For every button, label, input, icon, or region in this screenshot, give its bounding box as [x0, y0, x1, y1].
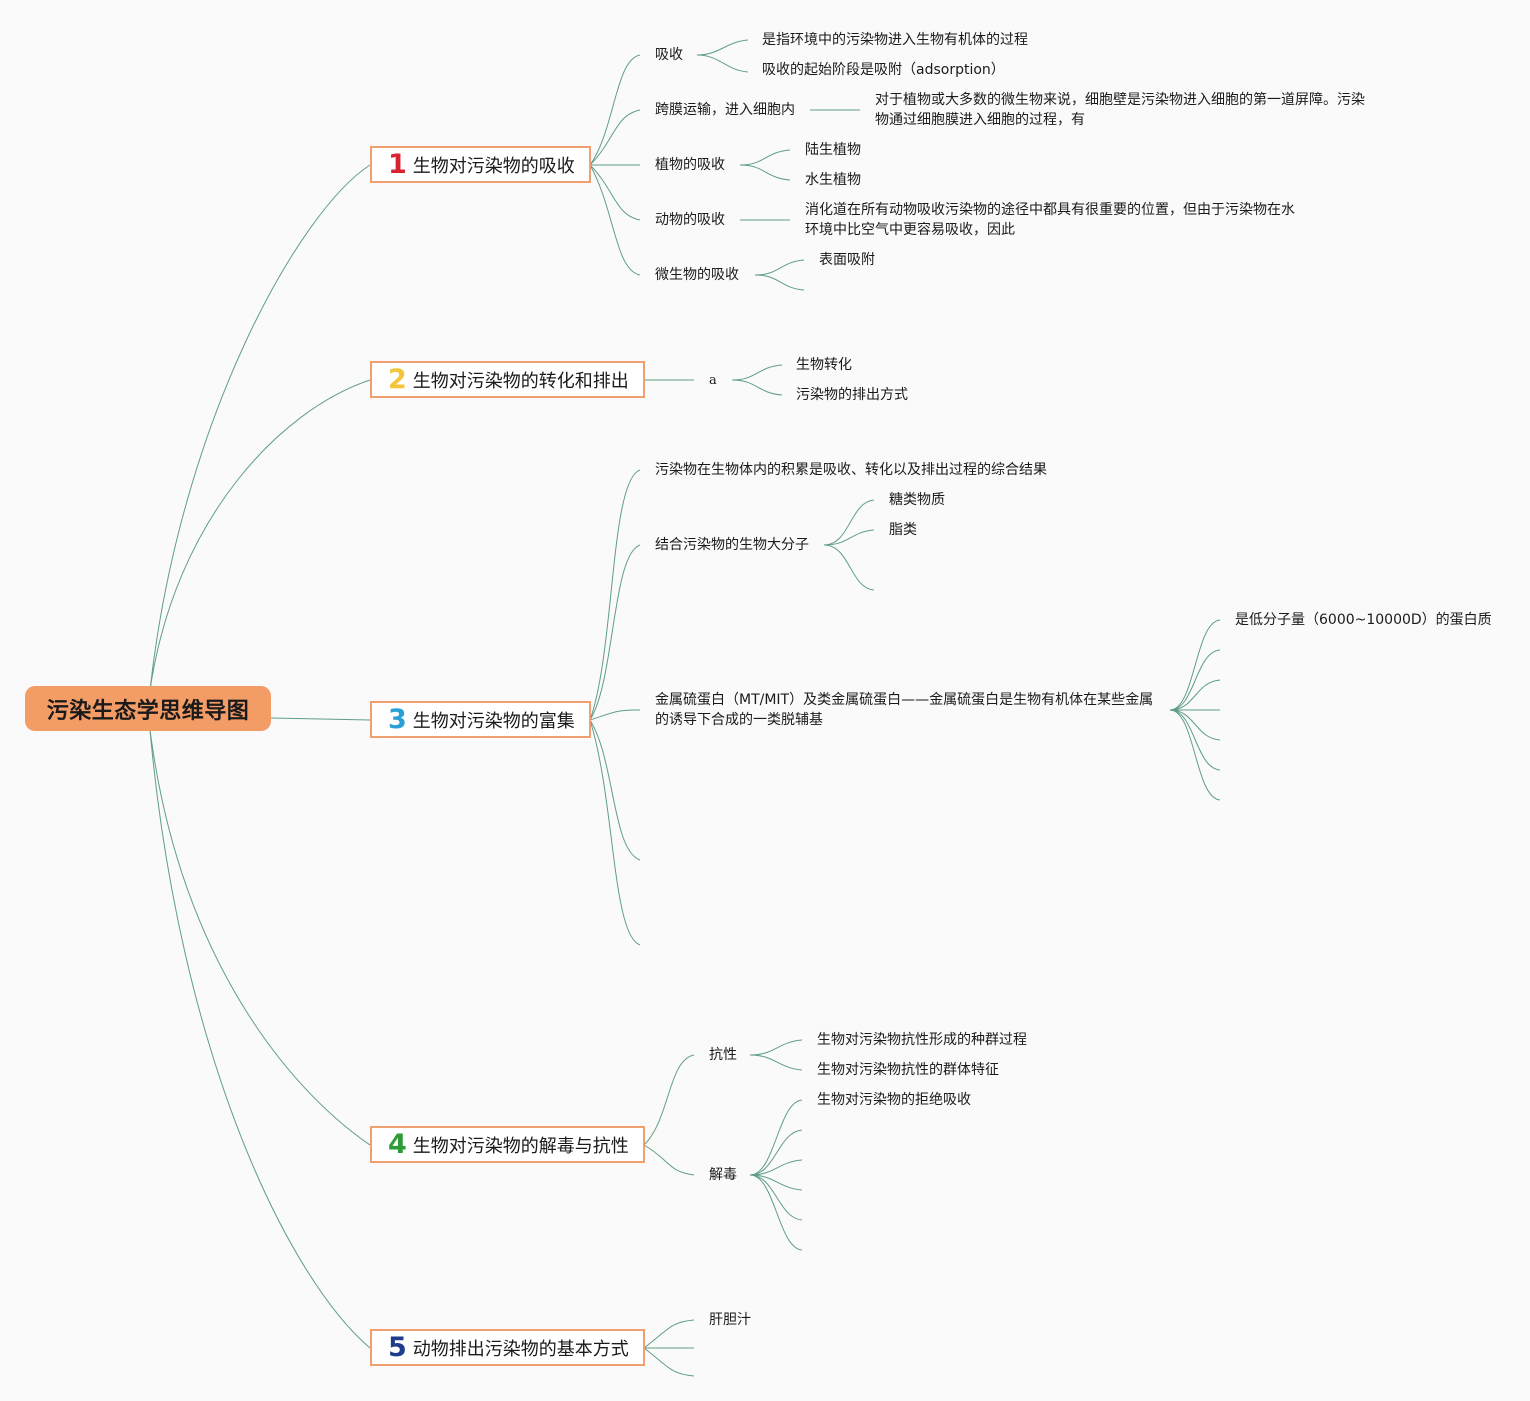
branch-1[interactable]: 1 生物对污染物的吸收 — [370, 146, 591, 183]
branch-5-title: 动物排出污染物的基本方式 — [412, 1338, 629, 1360]
branch-4-title: 生物对污染物的解毒与抗性 — [412, 1135, 629, 1157]
number-1-icon: 1 — [388, 149, 407, 180]
topic-kuamo-note[interactable]: 对于植物或大多数的微生物来说，细胞壁是污染物进入细胞的第一道屏障。污染物通过细胞… — [875, 92, 1365, 128]
link-root-b4 — [149, 729, 371, 1146]
topic-a[interactable]: a — [709, 373, 717, 388]
branch-1-title: 生物对污染物的吸收 — [412, 155, 575, 177]
topic-zhiwu[interactable]: 植物的吸收 — [655, 157, 725, 173]
branch-2[interactable]: 2 生物对污染物的转化和排出 — [370, 361, 645, 398]
topic-kuamo[interactable]: 跨膜运输，进入细胞内 — [655, 102, 795, 118]
topic-biaomian[interactable]: 表面吸附 — [819, 252, 875, 268]
topic-tanglei[interactable]: 糖类物质 — [889, 492, 945, 508]
topic-xishou[interactable]: 吸收 — [655, 47, 683, 63]
branch-3-title: 生物对污染物的富集 — [412, 710, 575, 732]
topic-dongwu[interactable]: 动物的吸收 — [655, 212, 725, 228]
topic-dafenzi[interactable]: 结合污染物的生物大分子 — [655, 537, 809, 553]
link-root-b2 — [149, 379, 371, 691]
topic-gandanzhi[interactable]: 肝胆汁 — [709, 1312, 751, 1328]
number-3-icon: 3 — [388, 704, 407, 735]
topic-zhuanhua[interactable]: 生物转化 — [796, 357, 852, 373]
topic-zhongqun[interactable]: 生物对污染物抗性形成的种群过程 — [817, 1032, 1027, 1048]
topic-weishengwu[interactable]: 微生物的吸收 — [655, 267, 739, 283]
number-4-icon: 4 — [388, 1129, 407, 1160]
topic-jiedu[interactable]: 解毒 — [709, 1167, 737, 1183]
topic-jujue[interactable]: 生物对污染物的拒绝吸收 — [817, 1092, 971, 1108]
link-root-b3 — [270, 717, 371, 721]
topic-jilei[interactable]: 污染物在生物体内的积累是吸收、转化以及排出过程的综合结果 — [655, 462, 1047, 478]
number-2-icon: 2 — [388, 364, 407, 395]
topic-kangxing[interactable]: 抗性 — [709, 1047, 737, 1063]
branch-4[interactable]: 4 生物对污染物的解毒与抗性 — [370, 1126, 645, 1163]
topic-qunti[interactable]: 生物对污染物抗性的群体特征 — [817, 1062, 999, 1078]
topic-dongwu-note[interactable]: 消化道在所有动物吸收污染物的途径中都具有很重要的位置，但由于污染物在水环境中比空… — [805, 202, 1295, 238]
topic-shuisheng[interactable]: 水生植物 — [805, 172, 861, 188]
link-root-b1 — [149, 164, 371, 691]
topic-lusheng[interactable]: 陆生植物 — [805, 142, 861, 158]
number-5-icon: 5 — [388, 1332, 407, 1363]
branch-3[interactable]: 3 生物对污染物的富集 — [370, 701, 591, 738]
topic-paichu[interactable]: 污染物的排出方式 — [796, 387, 908, 403]
branch-5[interactable]: 5 动物排出污染物的基本方式 — [370, 1329, 645, 1366]
branch-2-title: 生物对污染物的转化和排出 — [412, 370, 629, 392]
topic-dfzl[interactable]: 是低分子量（6000~10000D）的蛋白质 — [1235, 612, 1492, 628]
topic-zhilei[interactable]: 脂类 — [889, 522, 917, 538]
topic-xishou-start[interactable]: 吸收的起始阶段是吸附（adsorption） — [762, 62, 1005, 78]
topic-jinshu[interactable]: 金属硫蛋白（MT/MIT）及类金属硫蛋白——金属硫蛋白是生物有机体在某些金属的诱… — [655, 692, 1154, 728]
link-root-b5 — [149, 729, 371, 1349]
root-topic[interactable]: 污染生态学思维导图 — [25, 686, 271, 731]
topic-xishou-def[interactable]: 是指环境中的污染物进入生物有机体的过程 — [762, 32, 1028, 48]
